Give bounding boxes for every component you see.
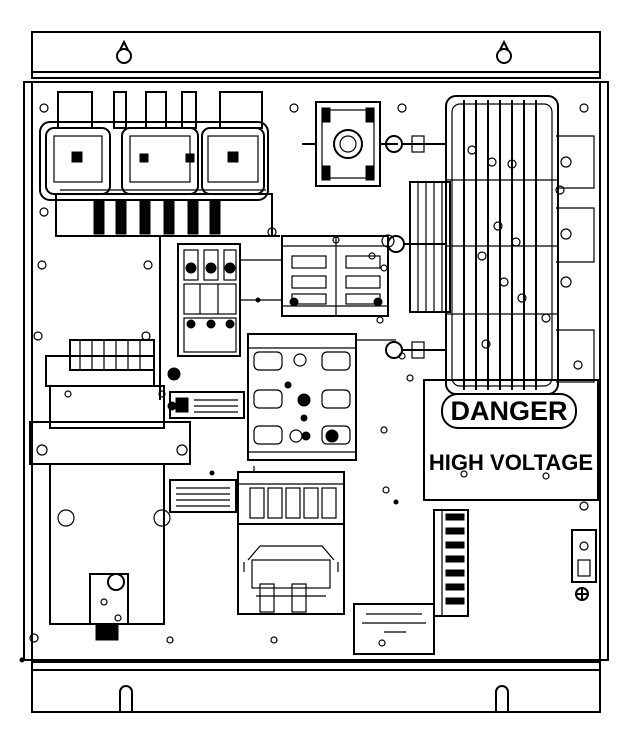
ring-terminal [385,135,446,153]
rectifier-block [247,333,357,461]
back-plate [19,81,609,663]
terminal-rail [433,509,469,617]
mounting-holes [29,103,589,647]
terminal-strip-left [177,243,241,357]
top-mounting-flange [31,31,601,79]
danger-sign: DANGER HIGH VOLTAGE [423,379,599,501]
left-transformer [29,339,191,641]
ring-terminal [387,235,446,253]
keyhole-slot-icon [496,39,512,64]
ring-terminal [385,341,446,359]
keyhole-slot-icon [116,39,132,64]
label-plate [169,479,237,513]
high-voltage-label: HIGH VOLTAGE [429,450,593,475]
label-plate [169,391,245,419]
wiring [160,235,396,472]
danger-label: DANGER [450,396,567,426]
ground-lug [571,529,597,601]
fuse-block [39,91,273,400]
contactor [237,471,345,615]
relay [302,101,398,187]
bottom-mounting-flange [31,661,601,713]
terminal-block-center [281,234,395,317]
transformer-assembly [385,95,595,395]
note-plate [353,603,435,655]
